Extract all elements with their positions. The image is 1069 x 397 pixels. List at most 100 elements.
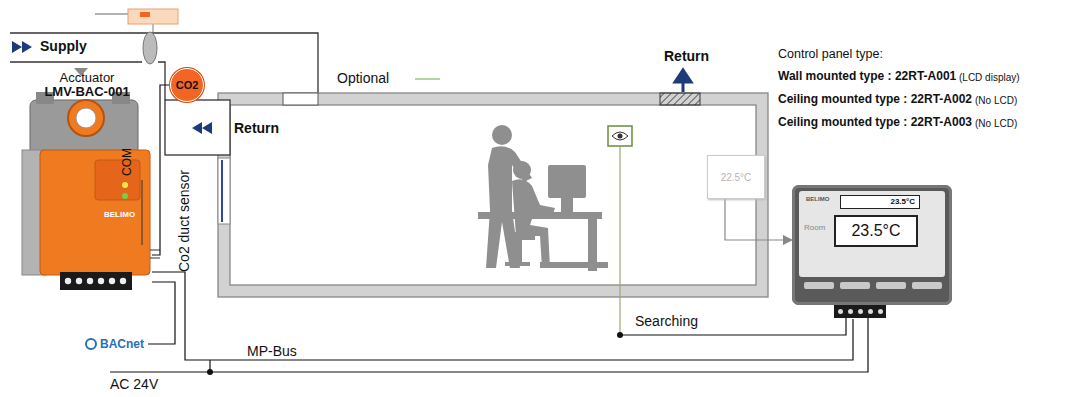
room-wall: [218, 158, 230, 224]
connector: [725, 199, 792, 240]
type-note: (No LCD): [975, 118, 1017, 130]
terminal-screw: [838, 309, 843, 314]
type-note: (No LCD): [975, 95, 1017, 107]
occupancy-sensor: [619, 147, 620, 335]
flow-label: Supply: [40, 38, 87, 54]
duct: [158, 62, 165, 100]
occupancy-sensor: [608, 126, 632, 335]
room-wall: [230, 105, 756, 285]
people-silhouette: [505, 232, 535, 266]
com-wires: [142, 180, 160, 258]
people-silhouette: [548, 165, 586, 198]
damper: [143, 32, 157, 64]
terminal-dots: [120, 278, 126, 284]
duct: [10, 61, 142, 62]
people-silhouette: [478, 125, 608, 271]
actuator-illustration: [22, 92, 150, 290]
room-text: Room: [804, 223, 825, 232]
bacnet-logo: BACnet: [82, 335, 148, 353]
duct-box-dot: [140, 12, 150, 17]
supply-arrow: [12, 41, 32, 53]
display-value: 23.5°C: [834, 215, 918, 247]
panel-button: [804, 282, 834, 289]
note-label: Optional: [337, 70, 389, 86]
terminal-dots: [87, 278, 93, 284]
people-silhouette: [492, 125, 512, 145]
wall-thermostat: 22.5°C: [707, 155, 765, 199]
panel-button: [876, 282, 906, 289]
junction-dot: [207, 369, 213, 375]
actuator-illustration: [60, 272, 132, 290]
brand-text: BELIMO: [806, 196, 829, 202]
duct: [152, 24, 153, 32]
return-arrow: [675, 70, 691, 92]
terminal-screw: [848, 309, 853, 314]
people-silhouette: [561, 198, 573, 212]
power-wire: [110, 318, 868, 372]
occupancy-sensor: [608, 126, 632, 146]
return-grille: [660, 93, 700, 105]
connector: [152, 85, 170, 255]
connector: [148, 282, 175, 344]
terminal-dots: [76, 278, 82, 284]
node-title: Acctuator: [22, 70, 152, 85]
room-wall: [218, 93, 768, 297]
actuator-illustration: [30, 100, 138, 155]
return-box: [165, 100, 230, 155]
actuator-illustration: [122, 193, 128, 199]
terminal-dots: [109, 278, 115, 284]
type-label: Ceiling mounted type : 22RT-A003: [778, 116, 972, 130]
actuator-illustration: [122, 182, 128, 188]
terminal-dots: [98, 278, 104, 284]
bacnet-icon: [85, 338, 97, 350]
terminal-screw: [858, 309, 863, 314]
occupancy-sensor: [618, 134, 623, 139]
signal-label: COM: [121, 148, 135, 176]
sensor-label: Co2 duct sensor: [176, 170, 192, 272]
signal-label: Searching: [635, 313, 698, 329]
node-text: 22.5°C: [721, 172, 752, 183]
people-silhouette: [540, 262, 608, 268]
edge-label: MP-Bus: [245, 343, 299, 359]
terminal-screw: [868, 309, 873, 314]
flow-label: Return: [234, 120, 279, 136]
brand-label: BELIMO: [104, 210, 135, 219]
type-label: Wall mounted type : 22RT-A001: [778, 70, 956, 84]
actuator-illustration: [68, 100, 104, 136]
heading-label: Control panel type:: [778, 47, 883, 61]
control-panel: BELIMO 23.5°C Room 23.5°C: [792, 185, 952, 319]
panel-button: [840, 282, 870, 289]
model-number: LMV-BAC-001: [22, 84, 152, 99]
terminal-dots: [65, 278, 126, 284]
logo-text: BACnet: [100, 337, 144, 351]
power-label: AC 24V: [110, 376, 158, 392]
flow-label: Return: [664, 48, 709, 64]
node-text: CO2: [176, 79, 199, 91]
duct: [95, 13, 128, 14]
duct: [10, 14, 318, 100]
type-label: Ceiling mounted type : 22RT-A002: [778, 93, 972, 107]
actuator: AcctuatorLMV-BAC-001: [22, 66, 152, 288]
people-silhouette: [478, 212, 602, 219]
panel-button: [912, 282, 942, 289]
return-arrow-left: [192, 122, 212, 134]
co2-sensor: CO2: [170, 68, 204, 102]
optional-line: [415, 78, 440, 79]
people-silhouette: [513, 161, 531, 179]
room-wall: [221, 160, 223, 222]
terminal-screw: [878, 309, 883, 314]
room-wall: [283, 93, 318, 105]
type-note: (LCD display): [959, 72, 1020, 84]
room-wall: [218, 93, 768, 297]
junction-dot: [617, 332, 623, 338]
com-wires: [142, 180, 160, 258]
terminal-dots: [65, 278, 71, 284]
actuator-illustration: [76, 108, 96, 128]
display-value: 23.5°C: [840, 195, 920, 209]
connector: [152, 272, 853, 360]
occupancy-sensor: [612, 132, 628, 140]
duct-box: [128, 9, 178, 24]
power-wire: [110, 318, 868, 372]
